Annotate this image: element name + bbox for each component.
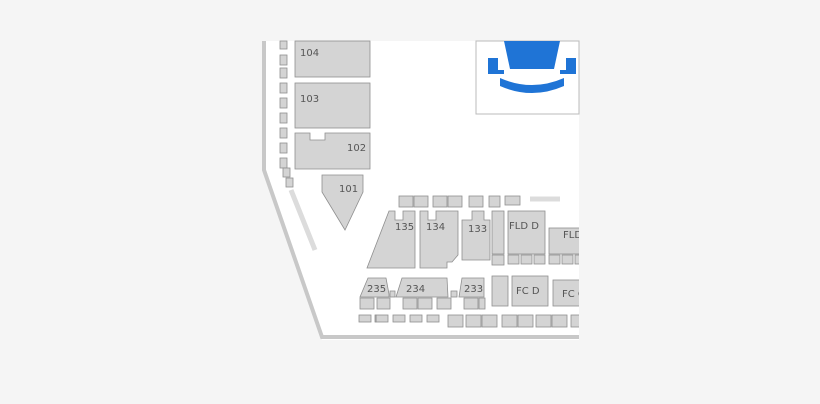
section-101-label: 101: [339, 184, 358, 195]
stadium-seat-icon: [488, 41, 576, 93]
section-fld-d[interactable]: [507, 210, 546, 255]
section-134[interactable]: [419, 210, 459, 269]
section-fc-d-label: FC D: [516, 286, 540, 297]
section-102-label: 102: [347, 143, 366, 154]
bottom-small-pairs[interactable]: [358, 314, 440, 323]
section-135[interactable]: [366, 210, 416, 269]
section-233[interactable]: [458, 277, 485, 298]
section-234[interactable]: [395, 277, 449, 298]
section-103-label: 103: [300, 94, 319, 105]
section-102[interactable]: [294, 132, 371, 170]
section-fc-partial[interactable]: [552, 279, 593, 307]
section-fc-small[interactable]: [491, 275, 509, 307]
section-233-label: 233: [464, 284, 483, 295]
section-235-label: 235: [367, 284, 386, 295]
section-fld-d-label: FLD D: [509, 221, 539, 232]
bottom-boxes-row[interactable]: [447, 314, 586, 328]
fld-small-boxes[interactable]: [507, 254, 586, 265]
left-wall-seats[interactable]: [279, 40, 294, 188]
section-103[interactable]: [294, 82, 371, 129]
small-boxes-row-mid[interactable]: [491, 210, 505, 266]
section-fld-partial-label: FLD: [563, 230, 582, 241]
under-2xx-boxes[interactable]: [359, 290, 486, 310]
section-101[interactable]: [321, 174, 364, 231]
section-234-label: 234: [406, 284, 425, 295]
section-fld-partial[interactable]: [548, 227, 589, 255]
section-135-label: 135: [395, 222, 414, 233]
section-133[interactable]: [461, 210, 491, 261]
section-104-label: 104: [300, 48, 319, 59]
inner-wall-dashes: [288, 189, 560, 251]
section-104[interactable]: [294, 40, 371, 78]
section-133-label: 133: [468, 224, 487, 235]
section-235[interactable]: [359, 277, 390, 298]
small-boxes-row-top[interactable]: [398, 195, 521, 208]
section-fc-partial-label: FC C: [562, 289, 585, 300]
section-fc-d[interactable]: [511, 275, 549, 307]
section-134-label: 134: [426, 222, 445, 233]
venue-outline: [262, 41, 579, 339]
